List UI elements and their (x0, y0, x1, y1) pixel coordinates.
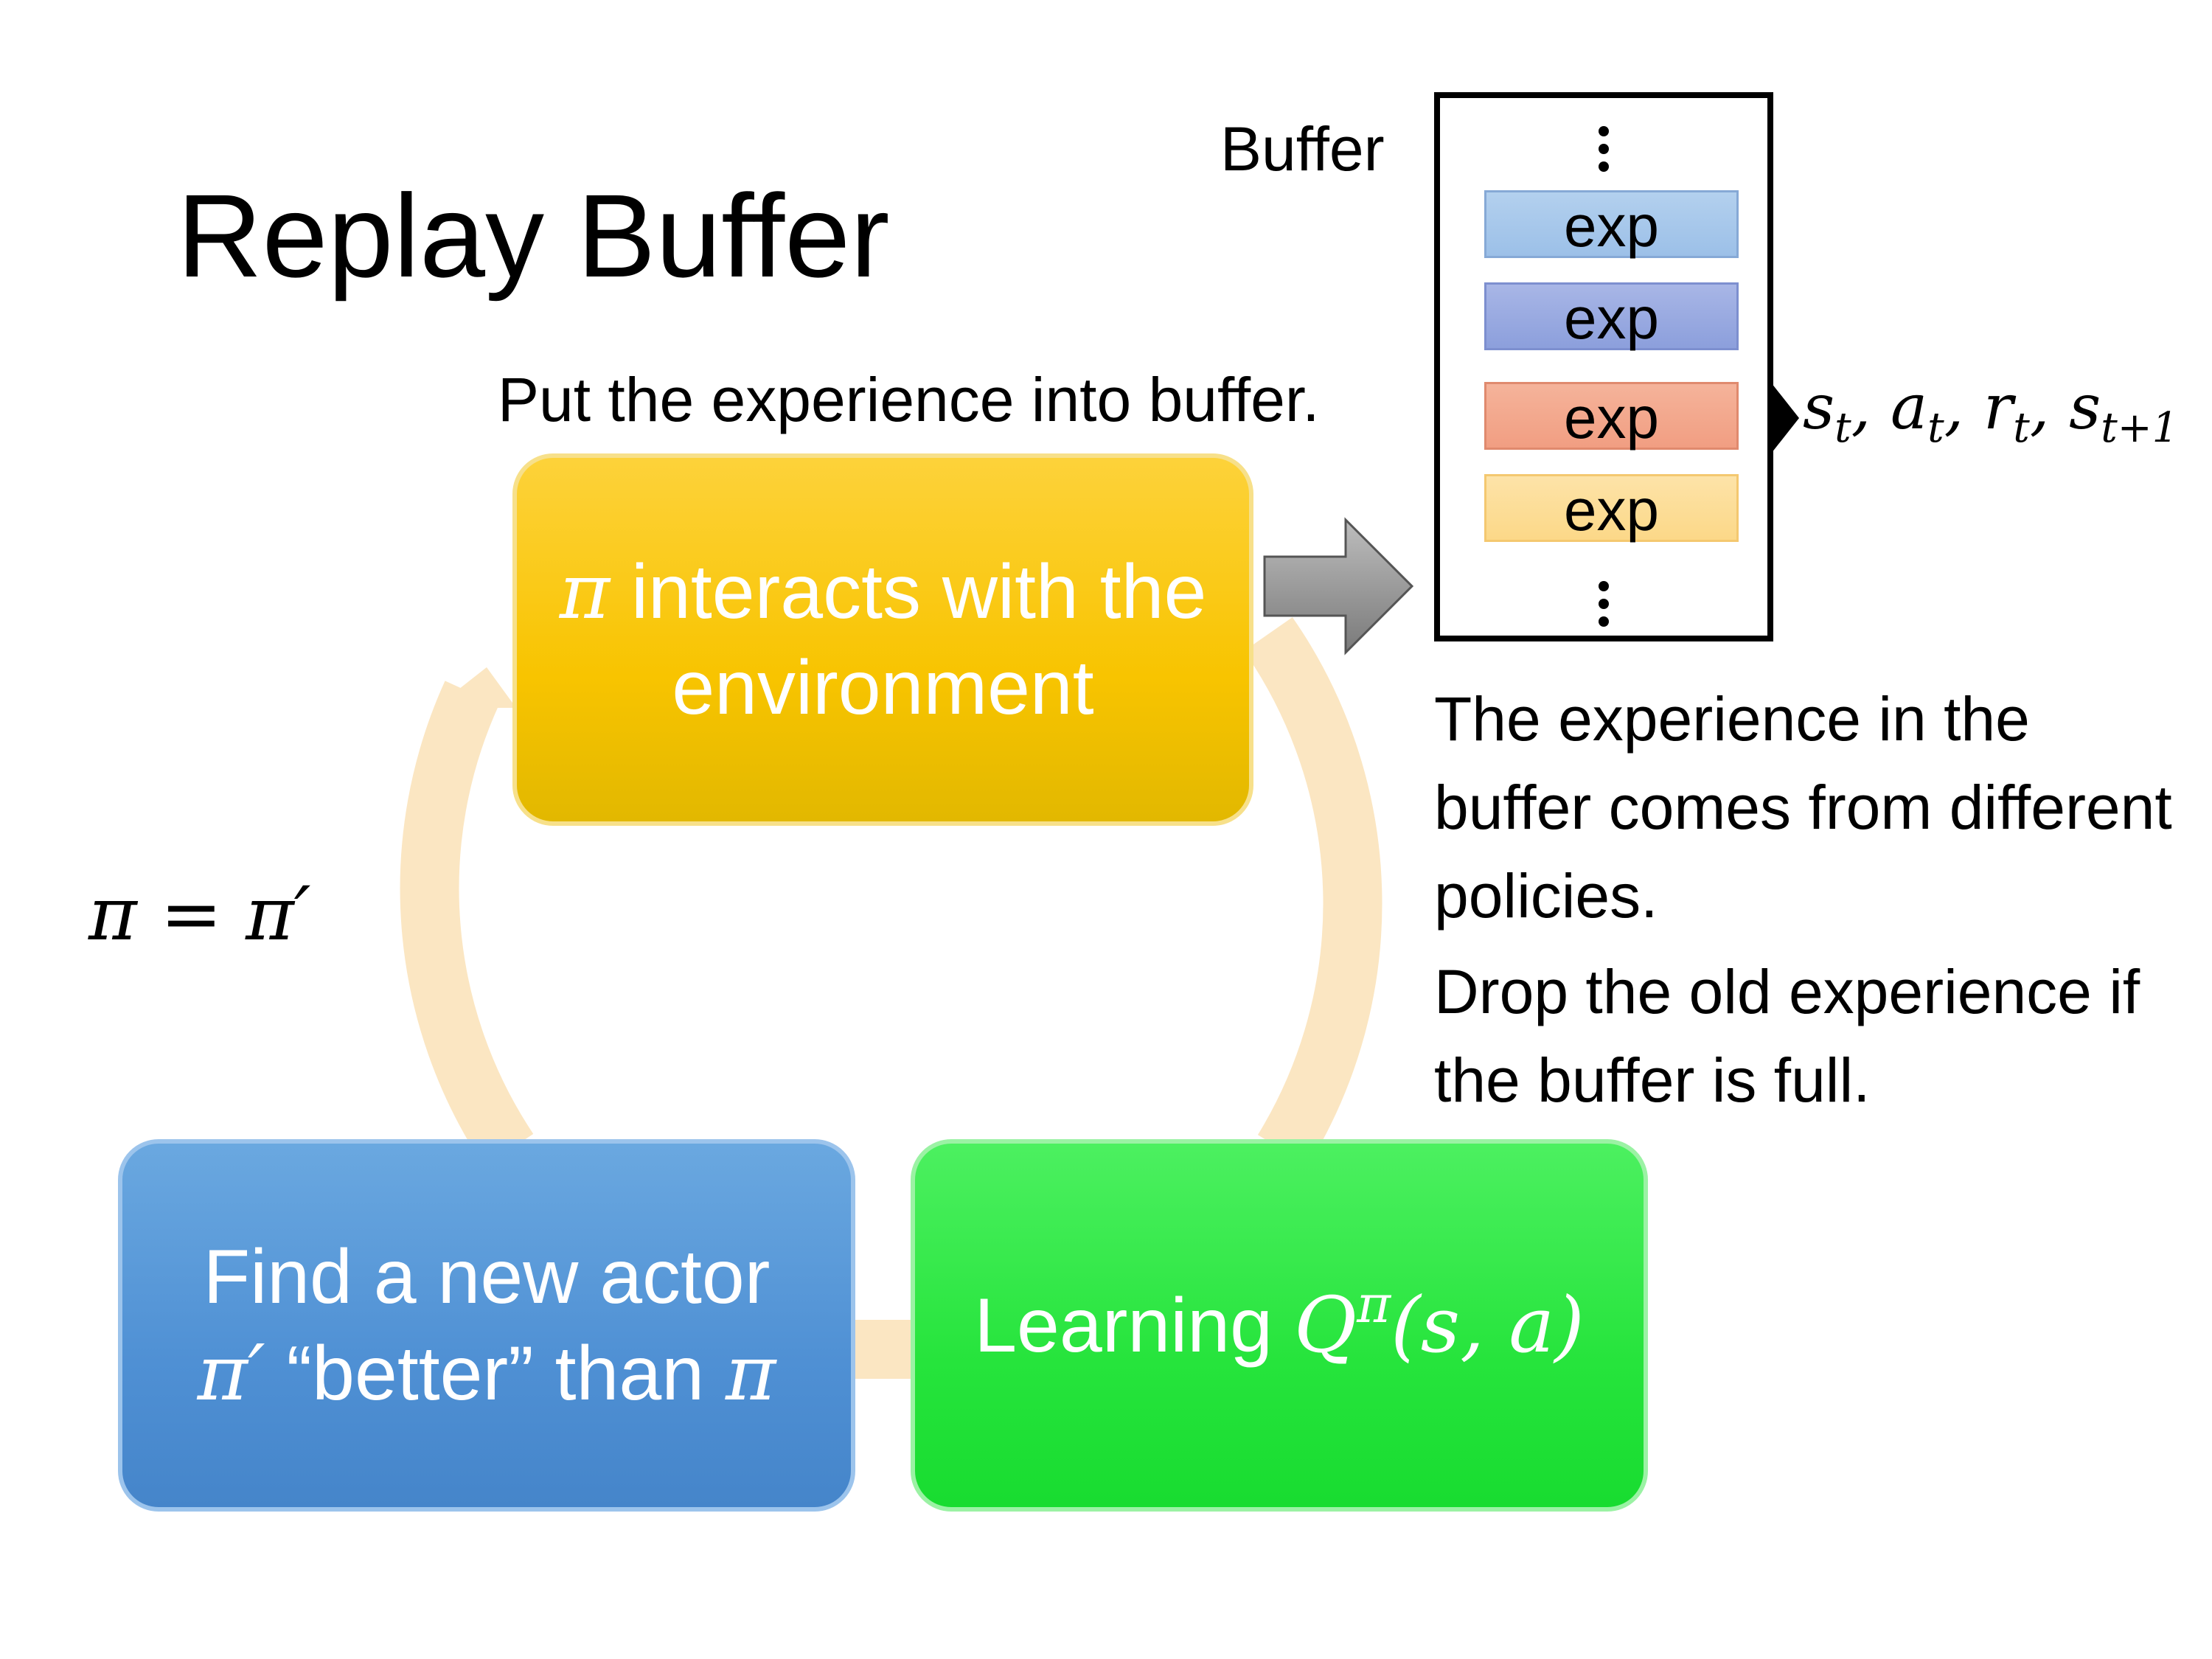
cycle-arrow (400, 617, 1382, 1379)
interact-node: π interacts with the environment (512, 453, 1253, 826)
buffer-entry: exp (1484, 474, 1739, 543)
learning-text: Learning (974, 1283, 1294, 1368)
pi-symbol: π (725, 1328, 776, 1418)
tuple-part: at, (1891, 371, 1984, 452)
policy-update-equation: π = π′ (88, 871, 311, 957)
tuple-part: st, (1803, 371, 1891, 452)
actor-node: Find a new actor π′ “better” than π (118, 1139, 855, 1512)
buffer-entry: exp (1484, 282, 1739, 351)
learning-node: Learning Qπ(s, a) (911, 1139, 1648, 1512)
actor-middle-text: “better” than (265, 1331, 726, 1416)
tuple-part: rt, (1983, 371, 2070, 452)
pi-symbol: π (559, 546, 611, 636)
put-arrow (1263, 517, 1414, 655)
buffer-entry-sampled: exp (1484, 382, 1739, 451)
put-into-buffer-label: Put the experience into buffer. (498, 365, 1320, 434)
actor-line1: Find a new actor (203, 1234, 771, 1320)
interact-text: interacts with the environment (610, 549, 1207, 731)
transition-tuple: st, at, rt, st+1 (1803, 376, 2178, 449)
ellipsis-top-icon (1599, 126, 1609, 179)
pi-prime-symbol: π′ (197, 1328, 265, 1418)
tuple-part: st+1 (2069, 371, 2179, 452)
note-drop-old: Drop the old experience if the buffer is… (1434, 957, 2140, 1115)
buffer-label: Buffer (1220, 114, 1385, 184)
buffer-entry: exp (1484, 190, 1739, 259)
cycle-arrow-head (435, 667, 516, 708)
note-experience-source: The experience in the buffer comes from … (1434, 684, 2172, 931)
slide-title: Replay Buffer (177, 170, 890, 302)
ellipsis-bottom-icon (1599, 581, 1609, 634)
replay-buffer: exp exp exp exp (1434, 92, 1773, 641)
q-function: Qπ(s, a) (1293, 1274, 1585, 1370)
